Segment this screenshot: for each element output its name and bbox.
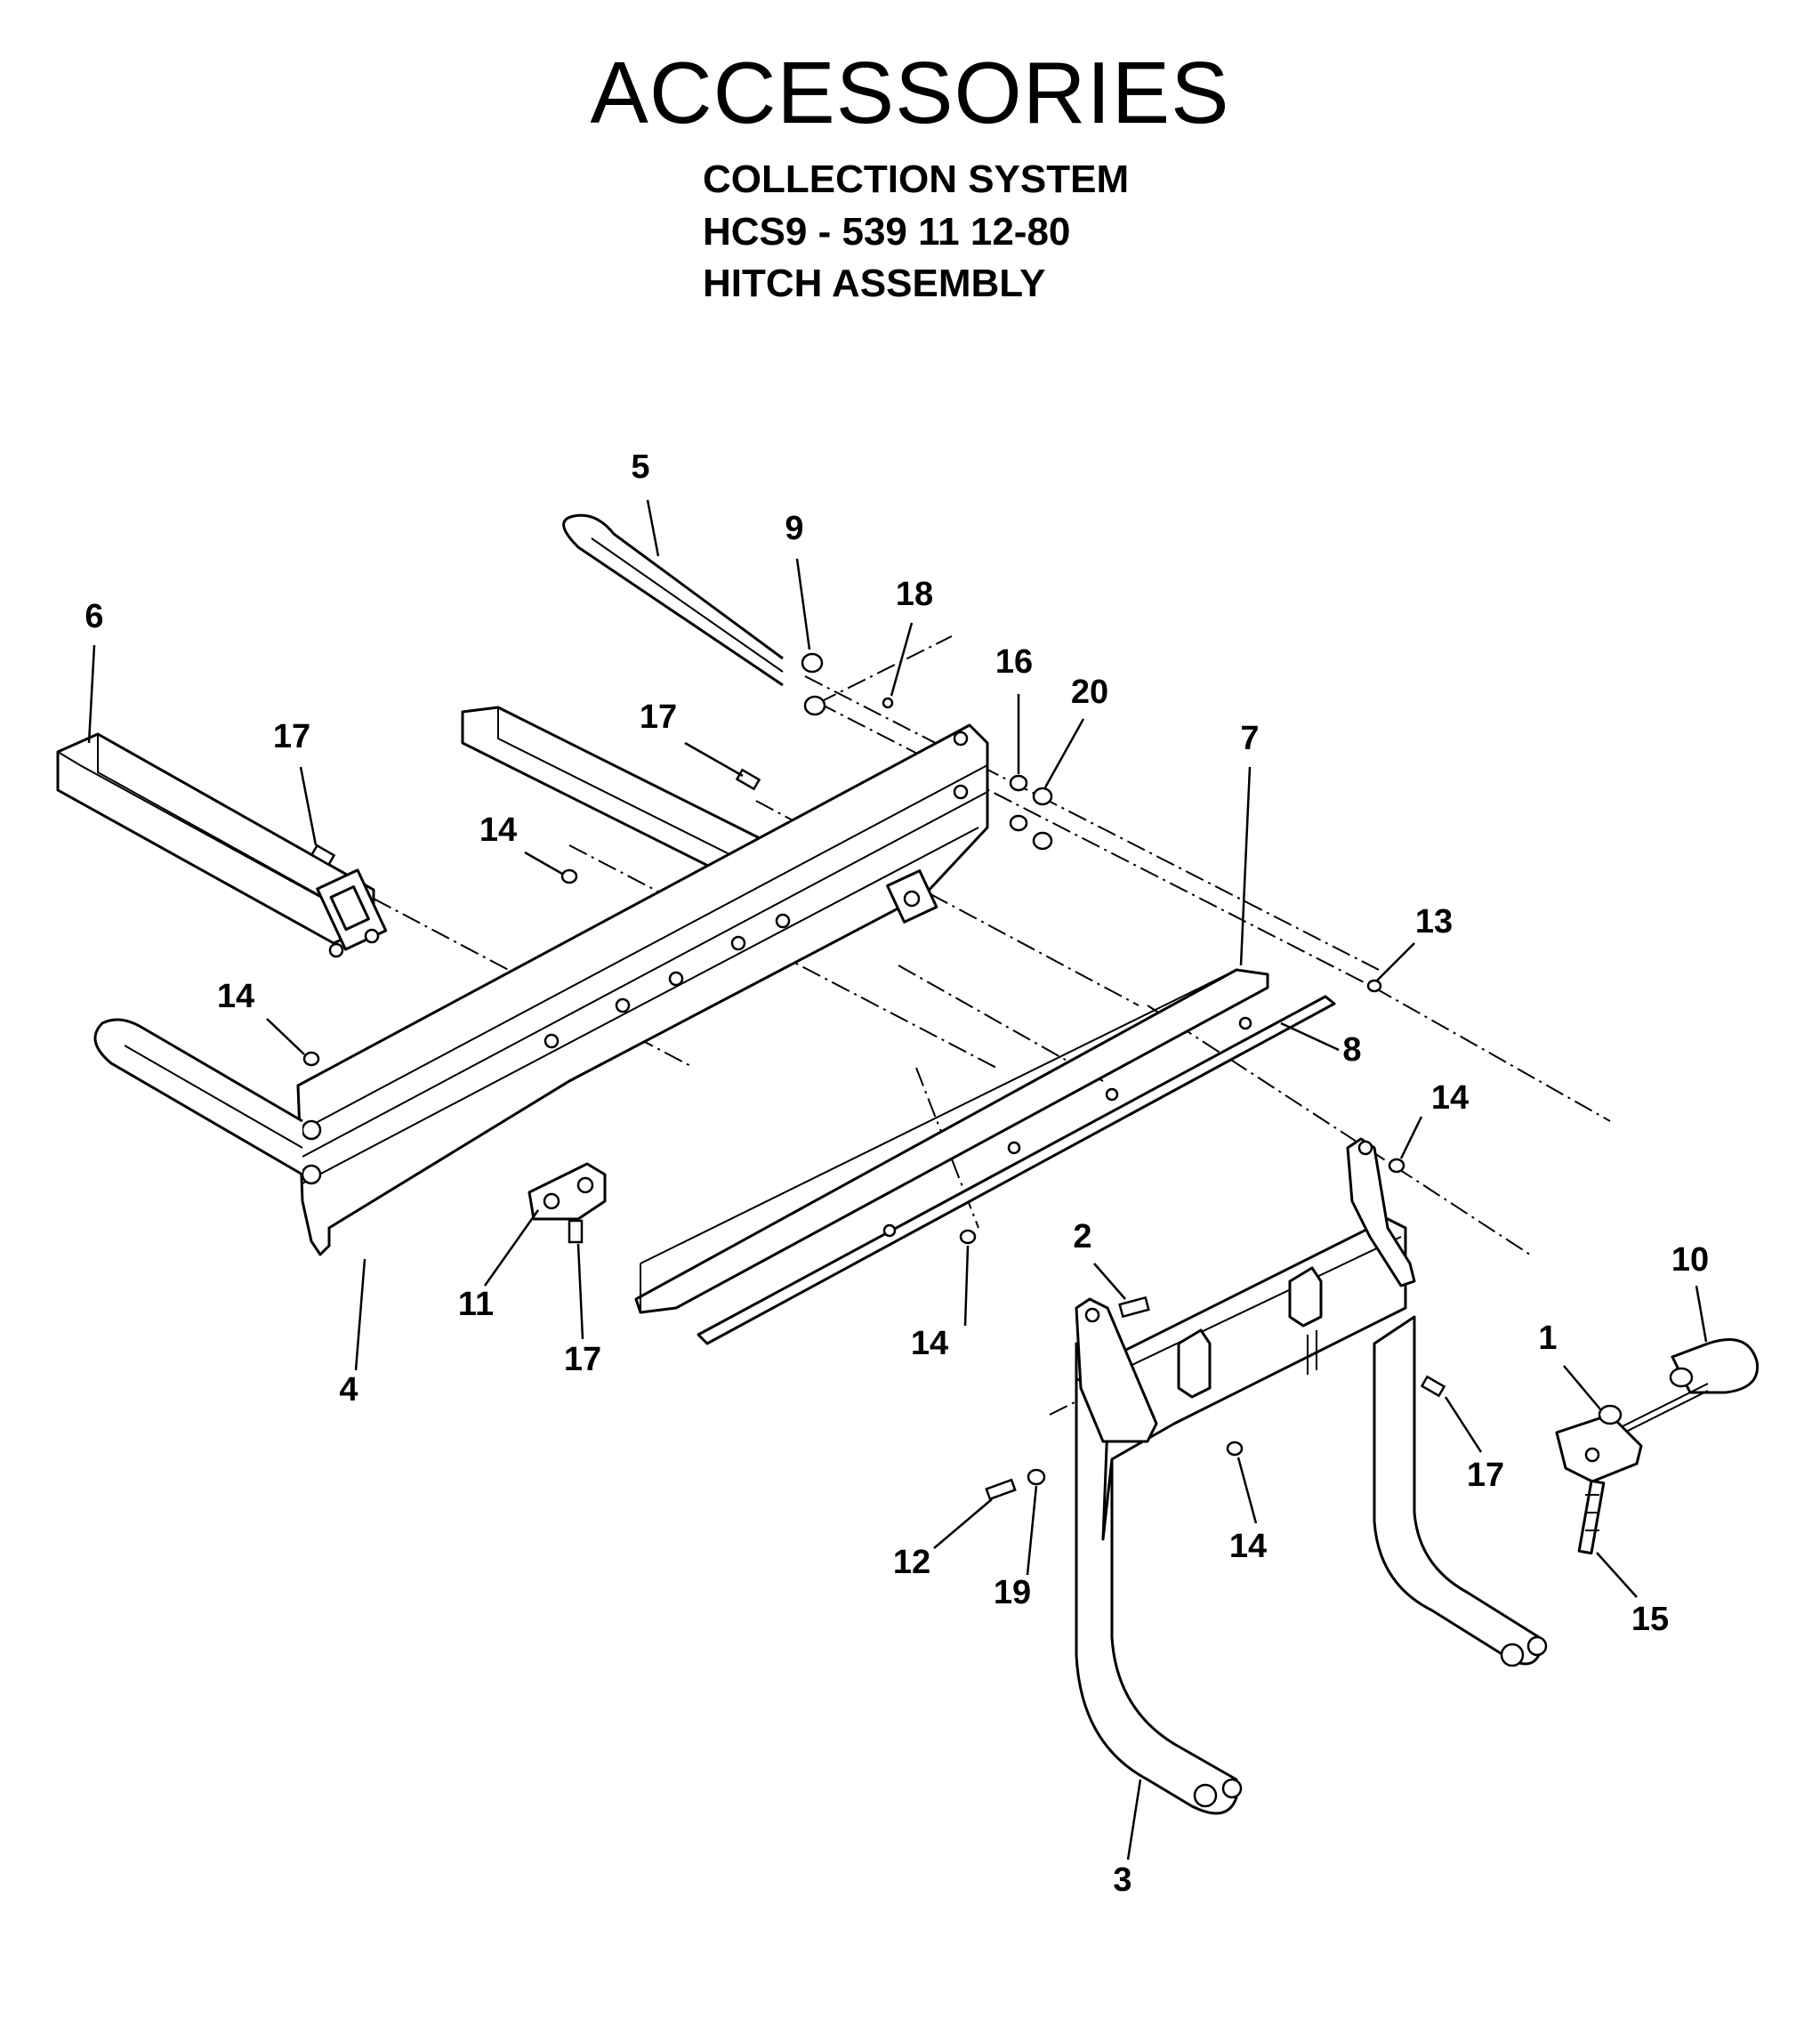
part-12-bolt (985, 1478, 1017, 1501)
callout-12: 12 (893, 1544, 930, 1581)
hardware-fasteners (302, 697, 1446, 1501)
page-title: ACCESSORIES (590, 44, 1230, 141)
callout-numbers: 5 9 18 6 17 16 20 17 7 14 13 14 8 14 2 1… (85, 448, 1709, 1899)
part-17-bolt (735, 768, 761, 791)
callout-17: 17 (273, 718, 310, 755)
callout-14: 14 (1229, 1528, 1267, 1565)
part-11-bracket (527, 1162, 607, 1221)
callout-leaders (87, 499, 1708, 1861)
alignment-line (1147, 1005, 1531, 1255)
callout-11: 11 (458, 1286, 494, 1323)
part-19-washer (1027, 1468, 1046, 1486)
callout-10: 10 (1671, 1241, 1709, 1279)
alignment-line (804, 675, 1380, 971)
callout-14: 14 (1431, 1079, 1469, 1117)
subtitle-assembly: HITCH ASSEMBLY (703, 262, 1046, 305)
part-18-bolt (882, 697, 894, 709)
subtitle-model-number: HCS9 - 539 11 12-80 (703, 210, 1071, 254)
callout-3: 3 (1113, 1861, 1131, 1899)
part-14-nut (1388, 1158, 1405, 1174)
callout-20: 20 (1071, 674, 1108, 711)
callout-2: 2 (1073, 1218, 1091, 1255)
subtitle-system: COLLECTION SYSTEM (703, 157, 1130, 201)
callout-13: 13 (1415, 903, 1453, 940)
part-15-spring (1577, 1479, 1606, 1555)
callout-8: 8 (1342, 1031, 1361, 1069)
part-1-latch-plate (1555, 1404, 1643, 1483)
part-9-nuts (801, 652, 826, 716)
part-14-nut (560, 868, 578, 884)
part-13-nut (1366, 979, 1382, 993)
alignment-line (817, 702, 1375, 989)
callout-7: 7 (1240, 720, 1259, 757)
part-20-nut (1032, 787, 1053, 806)
part-6-left-support-arm (56, 732, 388, 958)
callout-19: 19 (994, 1574, 1031, 1611)
part-8-flat-strip (697, 995, 1336, 1345)
part-20-nut (1032, 831, 1053, 851)
callout-14: 14 (479, 811, 517, 849)
callout-15: 15 (1631, 1601, 1669, 1638)
callout-5: 5 (631, 448, 649, 486)
alignment-line (1373, 987, 1611, 1122)
callout-14: 14 (911, 1325, 948, 1362)
part-4-main-frame (296, 723, 989, 1256)
part-2-bolt (1118, 1296, 1150, 1319)
part-17-bolt (310, 844, 336, 867)
callout-14: 14 (217, 978, 254, 1015)
callout-9: 9 (785, 510, 803, 547)
alignment-line (898, 965, 1104, 1082)
part-17-bolt (568, 1219, 584, 1244)
callout-17: 17 (640, 698, 677, 736)
callout-17: 17 (1467, 1457, 1504, 1494)
part-17-bolt (1420, 1375, 1446, 1398)
part-14-nut (302, 1051, 320, 1067)
callout-6: 6 (85, 598, 103, 635)
part-14-nut (959, 1229, 977, 1245)
callout-18: 18 (896, 576, 933, 613)
part-16-washer (1009, 814, 1028, 832)
part-14-nut (1226, 1441, 1244, 1457)
callout-4: 4 (339, 1371, 358, 1409)
alignment-line (817, 635, 953, 704)
part-7-angle-strip (634, 968, 1269, 1314)
page-header: ACCESSORIES COLLECTION SYSTEM HCS9 - 539… (0, 0, 1820, 320)
callout-17: 17 (564, 1341, 601, 1378)
part-16-washer (1009, 774, 1028, 792)
callout-16: 16 (995, 643, 1033, 681)
lower-u-rod (93, 1018, 303, 1176)
part-5-u-rod (562, 513, 784, 687)
hitch-crossmember (1075, 1137, 1416, 1541)
callout-1: 1 (1538, 1320, 1557, 1357)
